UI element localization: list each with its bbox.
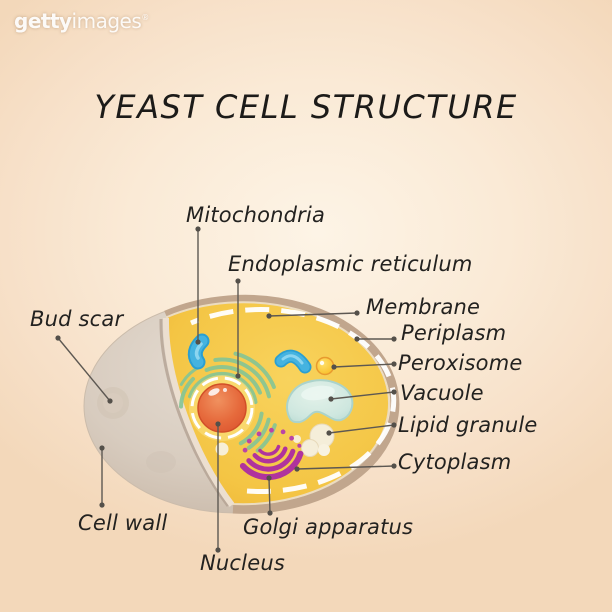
golgi-apparatus-shape: [239, 427, 304, 481]
label-peroxisome: Peroxisome: [398, 351, 523, 375]
line-golgi: [268, 477, 271, 514]
label-endoplasmic-reticulum: Endoplasmic reticulum: [228, 252, 473, 276]
line-bud-scar: [57, 337, 111, 402]
label-vacuole: Vacuole: [400, 381, 484, 405]
label-cell-wall: Cell wall: [78, 511, 168, 535]
page-title: YEAST CELL STRUCTURE: [94, 88, 518, 126]
label-lipid-granule: Lipid granule: [398, 413, 538, 437]
mitochondrion-1-highlight: [194, 342, 203, 360]
nucleus-shape: [189, 375, 255, 441]
lipid-granule-medium: [301, 439, 319, 457]
label-membrane: Membrane: [366, 295, 481, 319]
second-scar-mark: [146, 451, 176, 473]
registered-mark: ®: [141, 13, 149, 23]
pointer-lines: [57, 229, 395, 550]
peroxisome-highlight: [319, 360, 325, 366]
nucleus-highlight-dot: [223, 388, 227, 392]
line-peroxisome: [333, 363, 395, 368]
mitochondrion-2-highlight: [281, 354, 304, 365]
label-cytoplasm: Cytoplasm: [398, 450, 512, 474]
label-periplasm: Periplasm: [401, 321, 507, 345]
lipid-granule-shape: [215, 423, 335, 457]
vacuole-shape: [286, 379, 354, 424]
golgi-vesicle-dots: [242, 427, 302, 453]
peroxisome-body: [315, 356, 335, 376]
label-bud-scar: Bud scar: [30, 307, 124, 331]
line-cytoplasm: [296, 465, 395, 470]
label-mitochondria: Mitochondria: [186, 203, 326, 227]
line-membrane: [268, 312, 358, 317]
nucleus-body: [197, 383, 247, 433]
line-vacuole: [330, 391, 395, 400]
lipid-granule-small: [318, 444, 330, 456]
nucleus-highlight: [208, 388, 220, 396]
membrane-dashed-line: [190, 307, 397, 494]
label-golgi-apparatus: Golgi apparatus: [243, 515, 414, 539]
watermark-brand-light: images: [71, 9, 142, 33]
line-lipid-granule: [328, 424, 395, 434]
small-granule-2: [293, 435, 301, 443]
golgi-cisternae: [239, 444, 304, 481]
nuclear-envelope-ring: [190, 376, 254, 440]
small-granule-1: [215, 442, 229, 456]
label-nucleus: Nucleus: [200, 551, 285, 575]
peroxisome-shape: [315, 356, 335, 376]
watermark-brand-bold: getty: [14, 9, 72, 33]
vacuole-highlight: [301, 385, 335, 401]
cut-edge-shadow: [159, 318, 230, 507]
pointer-dots: [55, 226, 397, 553]
getty-watermark: gettyimages®: [14, 9, 149, 33]
vacuole-body: [286, 379, 354, 424]
cell-wall-rim: [164, 294, 400, 514]
